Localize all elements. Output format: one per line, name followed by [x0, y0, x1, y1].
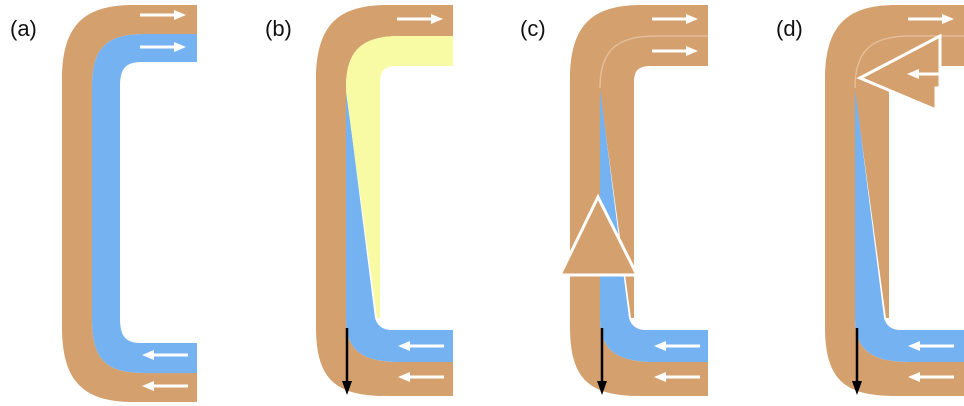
- white-left-arrow-icon: [907, 69, 953, 79]
- panel-b-label: (b): [265, 16, 292, 41]
- inner-layer: [92, 34, 197, 373]
- white-left-arrow-icon: [142, 350, 188, 360]
- panel-a-label: (a): [10, 16, 37, 41]
- outer-layer: [316, 5, 453, 396]
- outer-layer: [62, 5, 197, 402]
- panel-c-label: (c): [520, 16, 546, 41]
- white-right-arrow-icon: [140, 42, 186, 52]
- panel-d: (d): [776, 5, 964, 396]
- panel-b: (b): [265, 5, 453, 396]
- white-left-arrow-icon: [142, 381, 188, 391]
- inner-layer: [346, 90, 453, 362]
- panel-d-label: (d): [776, 16, 803, 41]
- inner-layer: [855, 90, 964, 362]
- white-right-arrow-icon: [652, 46, 698, 56]
- outer-layer-upper-band: [855, 36, 964, 318]
- white-left-arrow-icon: [908, 372, 954, 382]
- panel-c: (c): [520, 5, 708, 396]
- white-left-arrow-icon: [654, 372, 700, 382]
- highlight-region: [346, 36, 453, 318]
- outer-layer: [825, 5, 964, 396]
- white-left-arrow-icon: [398, 372, 444, 382]
- white-right-arrow-icon: [652, 14, 698, 24]
- white-left-arrow-icon: [398, 341, 444, 351]
- black-down-arrow-icon: [852, 328, 862, 395]
- panel-a: (a): [10, 5, 197, 402]
- white-right-arrow-icon: [140, 10, 186, 20]
- outer-layer-upper-band: [600, 36, 708, 318]
- black-down-arrow-icon: [342, 328, 352, 395]
- black-down-arrow-icon: [597, 328, 607, 395]
- up-triangle-icon: [557, 193, 640, 277]
- left-pointing-wedge-icon: [856, 33, 942, 113]
- white-left-arrow-icon: [654, 341, 700, 351]
- inner-layer: [600, 90, 708, 362]
- white-right-arrow-icon: [397, 14, 443, 24]
- white-left-arrow-icon: [908, 341, 954, 351]
- white-right-arrow-icon: [908, 14, 954, 24]
- band-boundary-line: [854, 35, 964, 89]
- band-boundary-line: [599, 35, 708, 89]
